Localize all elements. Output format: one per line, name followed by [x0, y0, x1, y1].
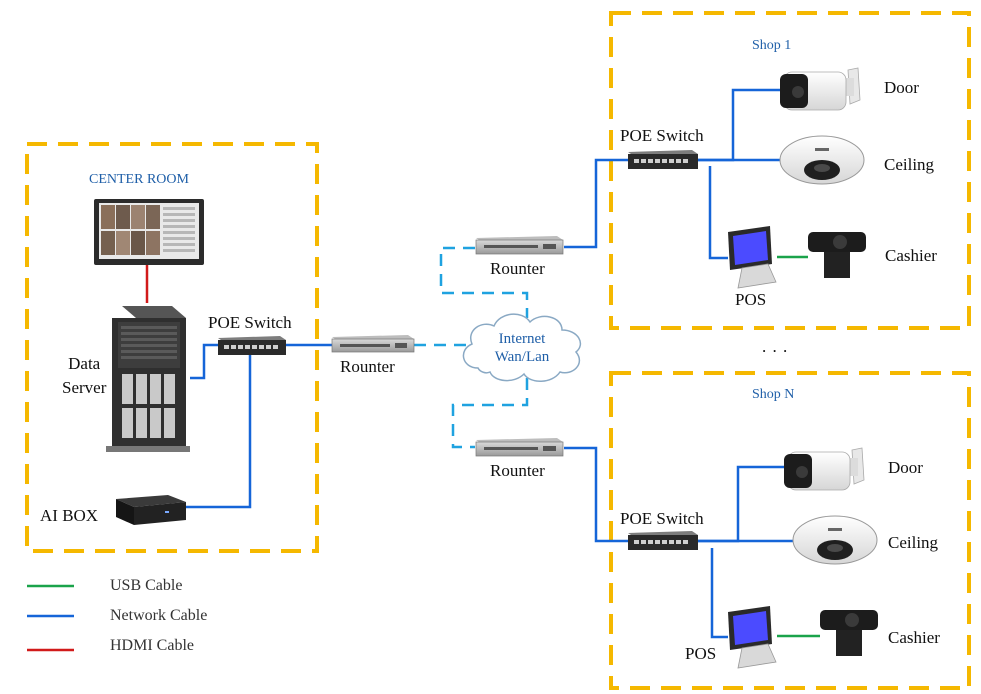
shop-1-pos-label: POS [735, 290, 767, 309]
center-router-icon [331, 335, 415, 353]
network-cable-server-switch [190, 343, 218, 380]
shop-1-cashier-label: Cashier [885, 246, 937, 265]
shop-1-door-camera-icon [780, 67, 861, 111]
legend-hdmi-label: HDMI Cable [110, 637, 194, 654]
shop-1-title: Shop 1 [752, 38, 792, 53]
shop-n-router-icon [475, 438, 564, 457]
network-cable-shop1-switch-door [698, 88, 783, 162]
center-router-label: Rounter [340, 357, 395, 376]
network-cable-shopn-switch-door [698, 465, 785, 543]
network-cable-shop1-router-switch [564, 158, 628, 249]
shop-1-pos-icon [728, 226, 777, 289]
shop-n-boundary [609, 371, 971, 690]
shop-1-poe-switch-label: POE Switch [620, 126, 704, 145]
wan-link-shopn-internet [451, 378, 529, 449]
center-room-title: CENTER ROOM [89, 172, 189, 187]
shop-1-cashier-camera-icon [808, 232, 866, 278]
shop-n-router-label: Rounter [490, 461, 545, 480]
internet-cloud-icon [462, 313, 582, 382]
shop-1-door-label: Door [884, 78, 919, 97]
network-cable-shop1-switch-pos [708, 166, 728, 260]
center-poe-switch-icon [218, 336, 286, 355]
ai-box-icon [116, 495, 186, 525]
shop-n-title: Shop N [752, 387, 795, 402]
network-cable-shopn-router-switch [564, 446, 628, 543]
wan-link-shop1-internet [439, 246, 529, 318]
shop-1-ceiling-camera-icon [779, 135, 865, 185]
shop-1-poe-switch-icon [628, 150, 698, 169]
shop-n-ceiling-label: Ceiling [888, 533, 939, 552]
shop-n-door-camera-icon [784, 447, 865, 491]
center-room-boundary [25, 142, 319, 553]
network-cable-aibox-switch [186, 354, 252, 509]
legend-network-label: Network Cable [110, 607, 208, 624]
shop-n-pos-icon [728, 606, 777, 669]
data-server-label: Data Server [62, 354, 107, 397]
legend-usb-label: USB Cable [110, 577, 183, 594]
shop-n-poe-switch-icon [628, 531, 698, 550]
shop-1-router-icon [475, 236, 564, 255]
center-poe-switch-label: POE Switch [208, 313, 292, 332]
internet-label: Internet Wan/Lan [494, 331, 550, 365]
shop-n-door-label: Door [888, 458, 923, 477]
center-monitor-icon [94, 199, 204, 265]
shop-n-poe-switch-label: POE Switch [620, 509, 704, 528]
ellipsis: . . . [762, 337, 789, 356]
shop-1-ceiling-label: Ceiling [884, 155, 935, 174]
shop-1-boundary [609, 11, 971, 330]
shop-n-pos-label: POS [685, 644, 717, 663]
shop-n-ceiling-camera-icon [792, 515, 878, 565]
shop-n-cashier-label: Cashier [888, 628, 940, 647]
network-cable-shopn-switch-pos [710, 548, 728, 639]
shop-1-router-label: Rounter [490, 259, 545, 278]
ai-box-label: AI BOX [40, 506, 99, 525]
shop-n-cashier-camera-icon [820, 610, 878, 656]
data-server-icon [106, 306, 190, 452]
